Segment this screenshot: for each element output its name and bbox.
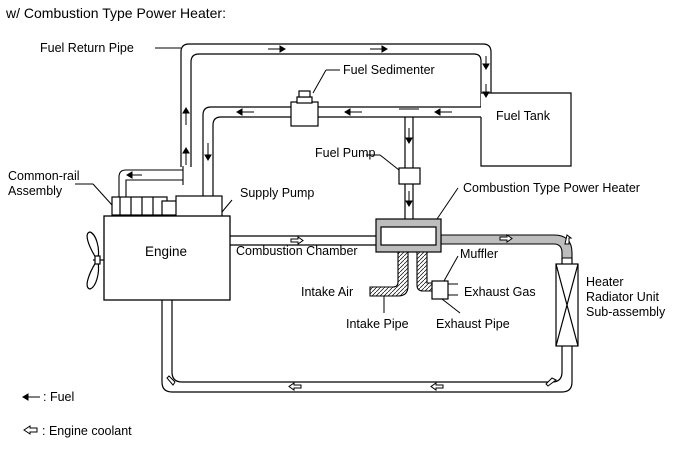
label-fuel-sedimenter: Fuel Sedimenter [343, 63, 435, 77]
leader-fuel-sedimenter [312, 69, 327, 94]
legend-fuel-arrow-icon [22, 393, 40, 401]
engine-fan [86, 231, 104, 290]
label-fuel-pump: Fuel Pump [315, 146, 375, 160]
leader-exhaust-pipe [441, 298, 461, 314]
label-intake-pipe: Intake Pipe [346, 317, 409, 331]
label-heater-3: Sub-assembly [586, 305, 666, 319]
label-common-rail-2: Assembly [8, 184, 63, 198]
label-fuel-return-pipe: Fuel Return Pipe [40, 41, 134, 55]
fuel-arrow [434, 108, 452, 116]
fuel-arrow [344, 108, 362, 116]
fuel-arrow [126, 171, 142, 179]
coolant-arrow [290, 236, 304, 245]
fuel-arrow [204, 143, 212, 161]
fuel-arrows [126, 45, 490, 207]
leader-combustion-heater [436, 187, 459, 220]
diagram-title: w/ Combustion Type Power Heater: [5, 5, 226, 21]
legend-fuel-label: : Fuel [43, 390, 74, 404]
fuel-arrow [370, 45, 388, 53]
label-exhaust-gas: Exhaust Gas [464, 285, 536, 299]
fuel-sedimenter [290, 90, 319, 127]
common-rail-lines [118, 166, 184, 197]
coolant-arrows [166, 234, 573, 391]
label-supply-pump: Supply Pump [240, 186, 314, 200]
fuel-arrow [482, 84, 490, 98]
heater-radiator-unit [555, 263, 579, 347]
label-intake-air: Intake Air [301, 285, 353, 299]
label-heater-2: Radiator Unit [586, 290, 659, 304]
fuel-arrow [236, 108, 254, 116]
leader-supply-pump [221, 199, 233, 213]
label-combustion-chamber: Combustion Chamber [236, 244, 358, 258]
label-exhaust-pipe: Exhaust Pipe [436, 317, 510, 331]
fuel-return-pipe [180, 43, 492, 167]
coolant-arrow [545, 377, 557, 387]
coolant-arrow [288, 382, 302, 391]
fuel-pump [398, 167, 421, 185]
coolant-arrow [499, 234, 513, 243]
label-engine: Engine [145, 244, 187, 259]
intake-pipe [369, 251, 409, 297]
label-fuel-tank: Fuel Tank [496, 109, 551, 123]
coolant-arrow [166, 375, 176, 386]
label-combustion-heater: Combustion Type Power Heater [463, 181, 640, 195]
fuel-arrow [182, 107, 190, 125]
leader-fuel-pump [379, 154, 400, 171]
coolant-line-to-heater [230, 235, 376, 246]
label-heater-1: Heater [586, 275, 624, 289]
coolant-arrow [564, 234, 573, 245]
engine-block [103, 215, 231, 301]
combustion-heater [375, 218, 442, 253]
fuel-tank [480, 92, 572, 167]
coolant-arrow [430, 382, 444, 391]
muffler [431, 280, 449, 300]
coolant-return-line [161, 258, 573, 393]
fuel-arrow [405, 128, 413, 144]
label-common-rail-1: Common-rail [8, 169, 80, 183]
legend-coolant-label: : Engine coolant [42, 424, 132, 438]
fuel-arrow [482, 56, 490, 70]
label-muffler: Muffler [460, 247, 498, 261]
common-rail-assembly [111, 196, 179, 216]
exhaust-pipe [416, 251, 434, 292]
legend-coolant-arrow-icon [23, 425, 38, 435]
fuel-arrow [405, 191, 413, 207]
leader-common-rail [92, 183, 113, 206]
fuel-arrow [182, 147, 190, 165]
fuel-feed-line [202, 100, 482, 196]
leader-muffler [443, 255, 459, 282]
legend: : Fuel : Engine coolant [22, 390, 132, 438]
fuel-arrow [268, 45, 286, 53]
